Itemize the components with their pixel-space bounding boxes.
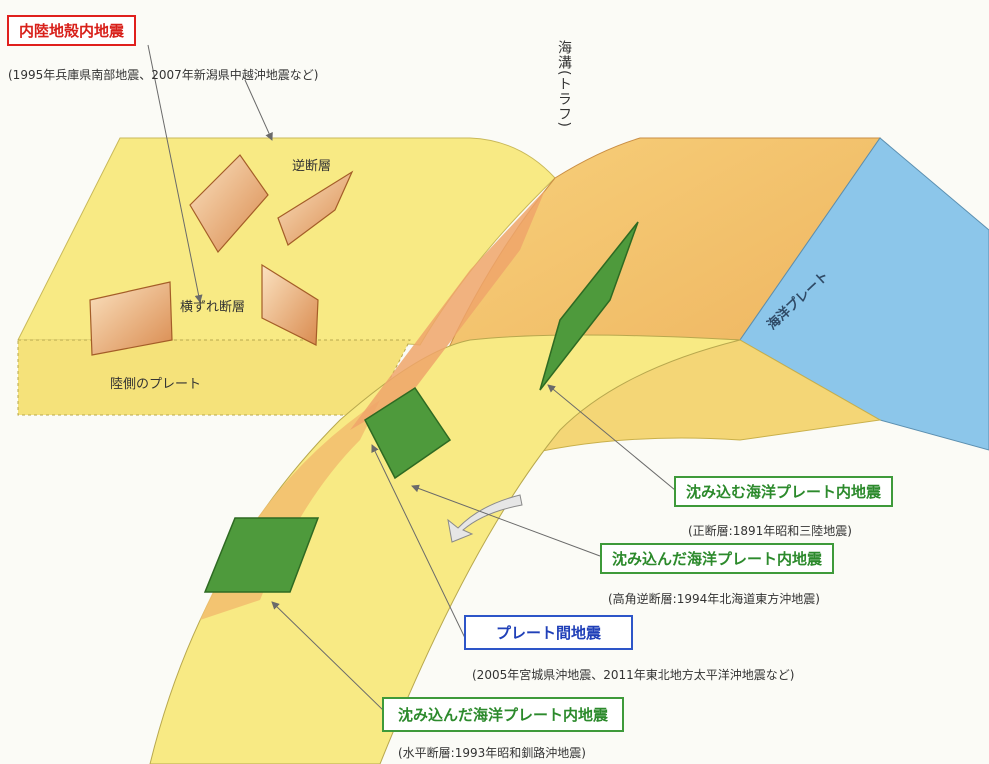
reverse-fault-label: 逆断層 <box>292 159 332 174</box>
subduction-arrow <box>447 494 523 543</box>
reverse-fault-block-right <box>277 170 354 246</box>
land-plate-front <box>17 339 411 416</box>
sinking-intraplate-note: (正断層:1891年昭和三陸地震) <box>688 524 852 538</box>
subducted-intraplate2-note: (水平断層:1993年昭和釧路沖地震) <box>398 746 586 760</box>
sinking-intraplate-title: 沈み込む海洋プレート内地震 <box>674 476 894 507</box>
interplate-fault-plane <box>350 190 545 430</box>
subducted-intraplate2-title: 沈み込んだ海洋プレート内地震 <box>382 697 625 732</box>
fault-plane-horizontal <box>203 517 320 593</box>
reverse-fault-block-left <box>189 154 269 254</box>
subducted-intraplate-title: 沈み込んだ海洋プレート内地震 <box>600 543 835 574</box>
trench-label: 海溝(トラフ) <box>556 40 572 128</box>
fault-plane-sinking <box>539 221 639 391</box>
land-plate-label: 陸側のプレート <box>110 377 202 392</box>
ocean-plate-side <box>739 137 989 451</box>
interplate-examples: (2005年宮城県沖地震、2011年東北地方太平洋沖地震など) <box>472 668 795 682</box>
subducted-intraplate-note: (高角逆断層:1994年北海道東方沖地震) <box>608 592 820 606</box>
inland-crust-title: 内陸地殻内地震 <box>7 15 137 46</box>
subducting-slab <box>149 334 741 764</box>
strike-slip-block-right <box>261 263 319 346</box>
interplate-title: プレート間地震 <box>464 615 634 650</box>
inland-crust-examples: (1995年兵庫県南部地震、2007年新潟県中越沖地震など) <box>8 68 319 82</box>
fault-plane-interplate <box>364 386 452 480</box>
strike-slip-block-left <box>89 281 173 356</box>
strike-slip-fault-label: 横ずれ断層 <box>180 300 246 315</box>
